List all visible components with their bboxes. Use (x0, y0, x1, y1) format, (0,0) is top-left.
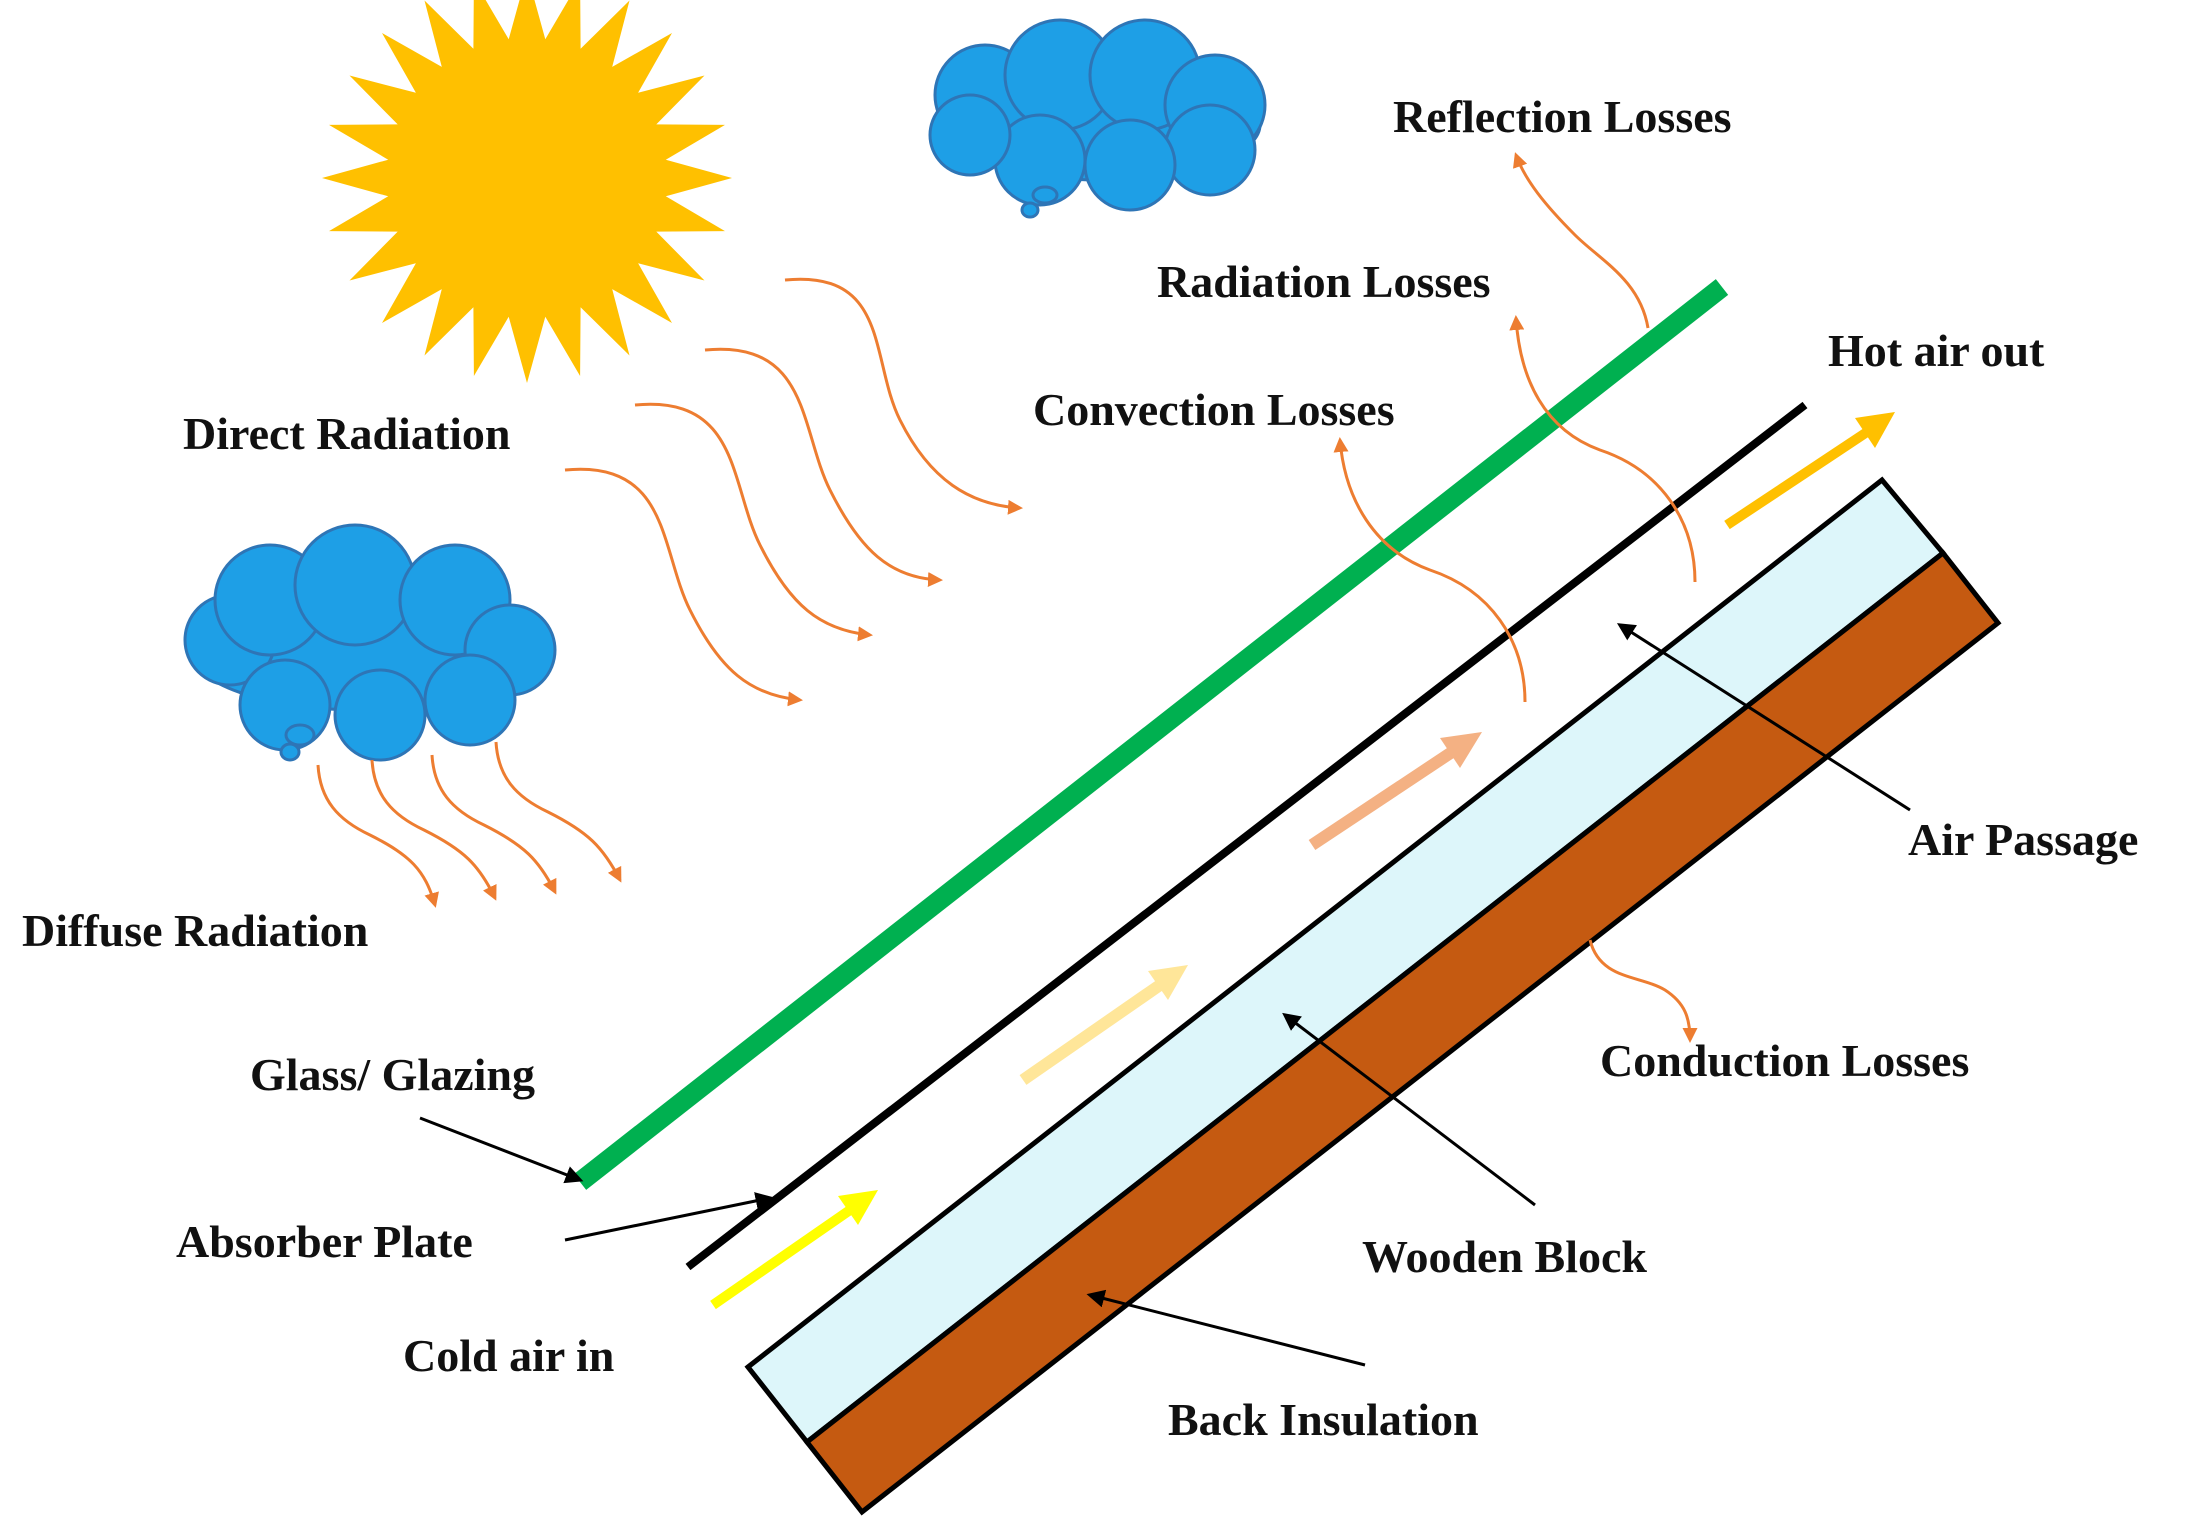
conduction-loss-arrow (1588, 939, 1698, 1043)
cold-air-in-label: Cold air in (403, 1330, 614, 1381)
diffuse-radiation-label: Diffuse Radiation (22, 905, 368, 956)
wooden-block (744, 476, 1947, 1446)
cloud-icon (183, 523, 557, 762)
hot-air-out-label: Hot air out (1828, 325, 2045, 376)
convection-loss-arrow (1333, 437, 1527, 703)
glass-glazing (573, 279, 1729, 1190)
glass-glazing-label: Glass/ Glazing (250, 1049, 535, 1100)
back-insulation-pointer (1086, 1289, 1366, 1367)
hot-air-arrow (1724, 412, 1895, 530)
absorber-plate (685, 401, 1808, 1271)
labels: Reflection Losses Radiation Losses Conve… (22, 91, 2138, 1445)
direct-radiation-arrows (564, 277, 1023, 707)
radiation-losses-label: Radiation Losses (1157, 256, 1491, 307)
cloud-icon (928, 18, 1267, 219)
conduction-losses-label: Conduction Losses (1600, 1035, 1969, 1086)
air-passage-pointer (1616, 623, 1911, 812)
sun-icon (322, 0, 732, 383)
cold-air-arrow (710, 1190, 878, 1310)
air-flow-arrows (710, 412, 1895, 1310)
absorber-pointer (564, 1192, 774, 1242)
pointer-lines (419, 623, 1911, 1367)
diffuse-radiation-arrows (316, 741, 622, 908)
wooden-block-pointer (1282, 1012, 1536, 1207)
back-insulation (803, 549, 2002, 1516)
wooden-block-label: Wooden Block (1362, 1231, 1647, 1282)
glazing-pointer (419, 1116, 584, 1184)
loss-arrows (1333, 152, 1698, 1043)
back-insulation-label: Back Insulation (1168, 1394, 1479, 1445)
direct-radiation-label: Direct Radiation (183, 408, 511, 459)
air-passage-label: Air Passage (1908, 814, 2138, 865)
reflection-losses-label: Reflection Losses (1393, 91, 1732, 142)
reflection-loss-arrow (1513, 152, 1650, 329)
warmer-air-arrow (1308, 732, 1482, 850)
absorber-plate-label: Absorber Plate (176, 1216, 473, 1267)
warm-air-arrow (1019, 965, 1188, 1085)
radiation-loss-arrow (1509, 315, 1697, 583)
convection-losses-label: Convection Losses (1033, 384, 1395, 435)
